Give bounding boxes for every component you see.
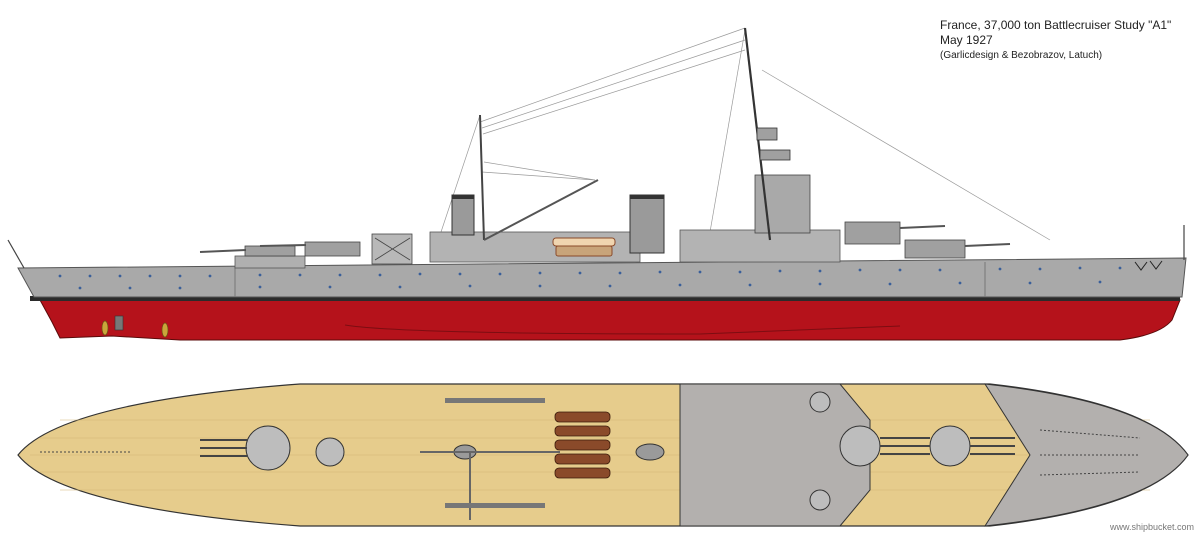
side-profile [7,27,1187,341]
anchor-chain [40,429,1141,476]
fore-funnel [629,194,665,254]
bridge-block [679,229,841,263]
aft-tower [371,233,413,265]
gun-barrels [200,437,1015,457]
anchor-icon [1134,260,1163,271]
aft-deckhouse [234,255,306,269]
caption-credits: (Garlicdesign & Bezobrazov, Latuch) [940,50,1103,61]
hull-lower-red [39,299,1181,341]
crane-boom [483,179,599,241]
aft-turret [244,245,296,257]
forward-turret-superfiring [844,221,901,245]
rudder [114,315,124,331]
superfiring-turret-aft [304,241,361,257]
caption-title: France, 37,000 ton Battlecruiser Study "… [940,18,1172,32]
fire-control-top [756,127,778,141]
propellers [101,320,169,338]
turret-icon [245,391,971,511]
bridge-plan [679,383,871,527]
boat-icon [554,411,611,479]
aft-mast [479,114,485,241]
aft-funnel [451,194,475,236]
hull-upper-grey [17,257,1187,298]
boot-topping [30,296,1180,301]
stern-staff [7,239,25,269]
forward-turret-lower [904,239,966,259]
rail [445,398,545,403]
watermark: www.shipbucket.com [1109,522,1194,532]
portholes [58,266,1122,290]
rigging [439,27,1051,241]
drawing-caption: France, 37,000 ton Battlecruiser Study "… [940,18,1171,63]
ship-boat [552,237,616,247]
hull-red-bulge [344,324,901,335]
top-plan [17,383,1189,527]
caption-date: May 1927 [940,33,993,47]
bow-deck [984,383,1189,527]
